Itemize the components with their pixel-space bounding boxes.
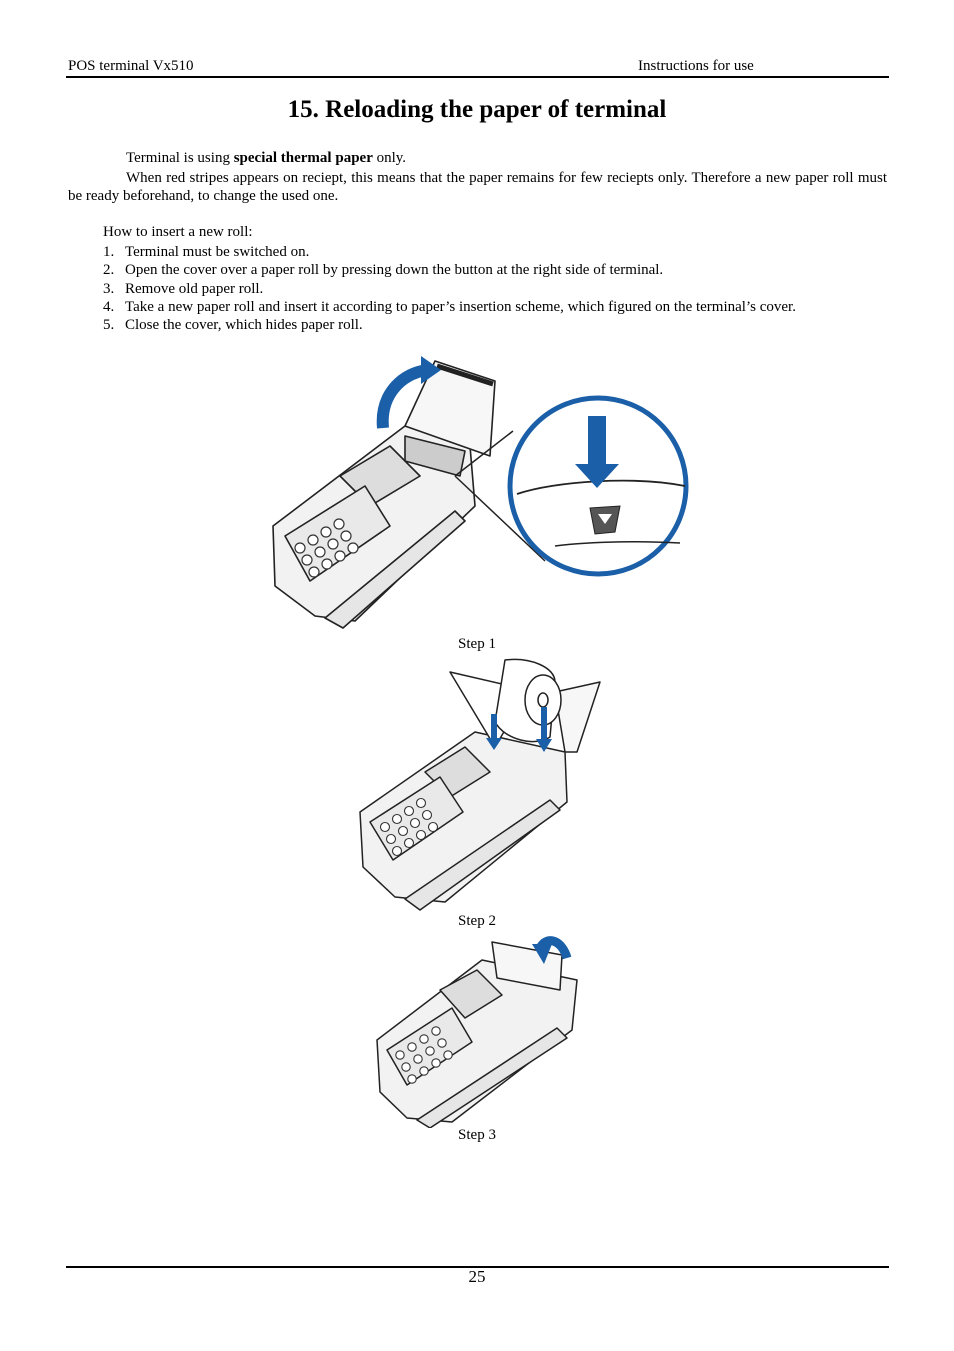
step-number: 3. <box>103 280 115 297</box>
figure-caption: Step 1 <box>458 636 496 652</box>
footer-rule <box>66 1266 889 1268</box>
step-number: 1. <box>103 244 115 260</box>
step-number: 2. <box>103 262 115 279</box>
list-item: 5. Close the cover, which hides paper rol… <box>103 316 796 334</box>
intro-bold: special thermal paper <box>233 150 373 166</box>
step-number: 5. <box>103 317 115 334</box>
list-item: 3. Remove old paper roll. <box>103 280 796 298</box>
intro-prefix: Terminal is using <box>126 150 234 166</box>
header-left: POS terminal Vx510 <box>68 58 194 74</box>
intro-line: Terminal is using special thermal paper … <box>126 150 406 167</box>
list-item: 1. Terminal must be switched on. <box>103 243 796 261</box>
howto-label: How to insert a new roll: <box>103 224 253 240</box>
step-text: Open the cover over a paper roll by pres… <box>125 262 664 279</box>
terminal-close-cover-illustration <box>376 936 578 1128</box>
header-rule <box>66 76 889 78</box>
step-text: Close the cover, which hides paper roll. <box>125 317 363 334</box>
intro-suffix: only. <box>372 150 407 166</box>
page-title: 15. Reloading the paper of terminal <box>287 96 667 123</box>
step-text: Terminal must be switched on. <box>125 244 310 260</box>
step-text: Remove old paper roll. <box>125 280 264 297</box>
list-item: 2. Open the cover over a paper roll by pr… <box>103 261 796 279</box>
intro-paragraph: When red stripes appears on reciept, thi… <box>68 170 887 204</box>
figure-caption: Step 3 <box>458 1127 496 1143</box>
terminal-open-cover-illustration <box>272 356 689 629</box>
page-number: 25 <box>468 1267 486 1286</box>
step-text: Take a new paper roll and insert it acco… <box>125 298 796 315</box>
terminal-insert-roll-illustration <box>359 658 601 911</box>
header-right: Instructions for use <box>638 58 754 74</box>
list-item: 4. Take a new paper roll and insert it ac… <box>103 298 796 316</box>
figure-caption: Step 2 <box>458 913 496 929</box>
steps-list: 1. Terminal must be switched on. 2. Open t… <box>103 243 796 334</box>
step-number: 4. <box>103 298 115 315</box>
